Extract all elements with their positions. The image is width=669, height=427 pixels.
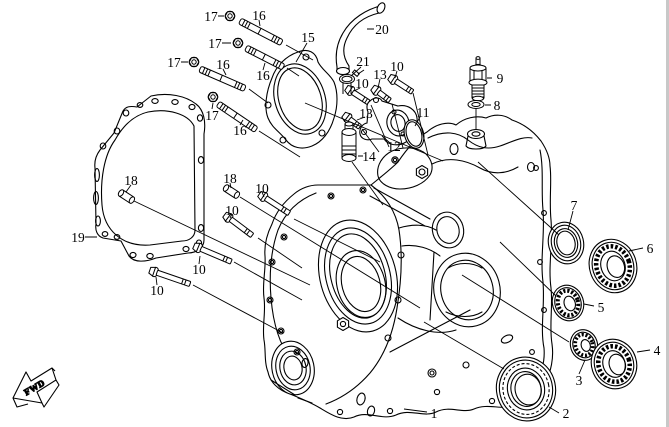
studs-16 (198, 18, 285, 133)
callout-20: 20 (375, 22, 389, 37)
callout-10-b: 10 (355, 76, 369, 91)
breather-fitting-14 (341, 121, 357, 162)
callout-9: 9 (497, 71, 504, 86)
o-ring-11 (403, 119, 425, 149)
fwd-arrow: FWD (12, 367, 60, 408)
callout-16-b: 16 (216, 57, 230, 72)
callout-18-b: 18 (223, 171, 237, 186)
callout-3: 3 (576, 373, 583, 388)
callout-labels: 17 16 15 17 16 17 16 17 16 18 18 10 10 1… (71, 8, 660, 421)
callout-10-e: 10 (192, 262, 206, 277)
hex-boss (415, 164, 429, 180)
clamp-fitting-neck (342, 83, 352, 94)
bolts-13 (341, 84, 392, 130)
bearing-6 (588, 238, 638, 294)
callout-16-c: 16 (256, 68, 270, 83)
oval-cover-plate (264, 49, 338, 149)
breather-tube (335, 2, 386, 76)
cover-gasket (93, 93, 206, 262)
sealing-washer-8 (467, 100, 485, 109)
image-right-border (666, 0, 669, 427)
bolts-10 (148, 73, 414, 287)
oil-seal-7 (547, 221, 585, 265)
hose-clamp (339, 69, 365, 84)
bearing-3 (569, 329, 599, 361)
crankcase-cover-assembly (262, 114, 554, 420)
callout-13-b: 13 (359, 106, 373, 121)
nuts-17 (188, 10, 244, 103)
callout-16-d: 16 (233, 123, 247, 138)
callout-2: 2 (563, 406, 570, 421)
callout-16-a: 16 (252, 8, 266, 23)
callout-10-a: 10 (390, 59, 404, 74)
callout-21: 21 (356, 54, 370, 69)
leader-lines (85, 15, 651, 414)
callout-7: 7 (571, 198, 578, 213)
callout-8: 8 (494, 98, 501, 113)
callout-17-c: 17 (167, 55, 181, 70)
callout-1: 1 (431, 406, 438, 421)
gasket-holes (93, 98, 205, 260)
callout-15: 15 (301, 30, 315, 45)
dowel-pins-18 (117, 184, 241, 204)
callout-19: 19 (71, 230, 85, 245)
callout-6: 6 (647, 241, 654, 256)
pump-cover-12 (359, 96, 418, 146)
bearing-5 (551, 284, 585, 322)
callout-17-d: 17 (205, 108, 219, 123)
temp-sensor-9 (468, 56, 488, 102)
callout-17-b: 17 (208, 36, 222, 51)
callout-5: 5 (598, 300, 605, 315)
callout-10-c: 10 (255, 181, 269, 196)
callout-10-d: 10 (225, 203, 239, 218)
callout-4: 4 (654, 343, 661, 358)
oil-seal-2 (495, 356, 557, 422)
callout-11: 11 (417, 105, 430, 120)
callout-13-a: 13 (373, 67, 387, 82)
cover-flange-holes (266, 186, 405, 356)
bearing-4 (590, 338, 638, 390)
callout-10-f: 10 (150, 283, 164, 298)
callout-17-a: 17 (204, 9, 218, 24)
callout-18-a: 18 (124, 173, 138, 188)
callout-12: 12 (387, 139, 401, 154)
callout-14: 14 (362, 149, 376, 164)
